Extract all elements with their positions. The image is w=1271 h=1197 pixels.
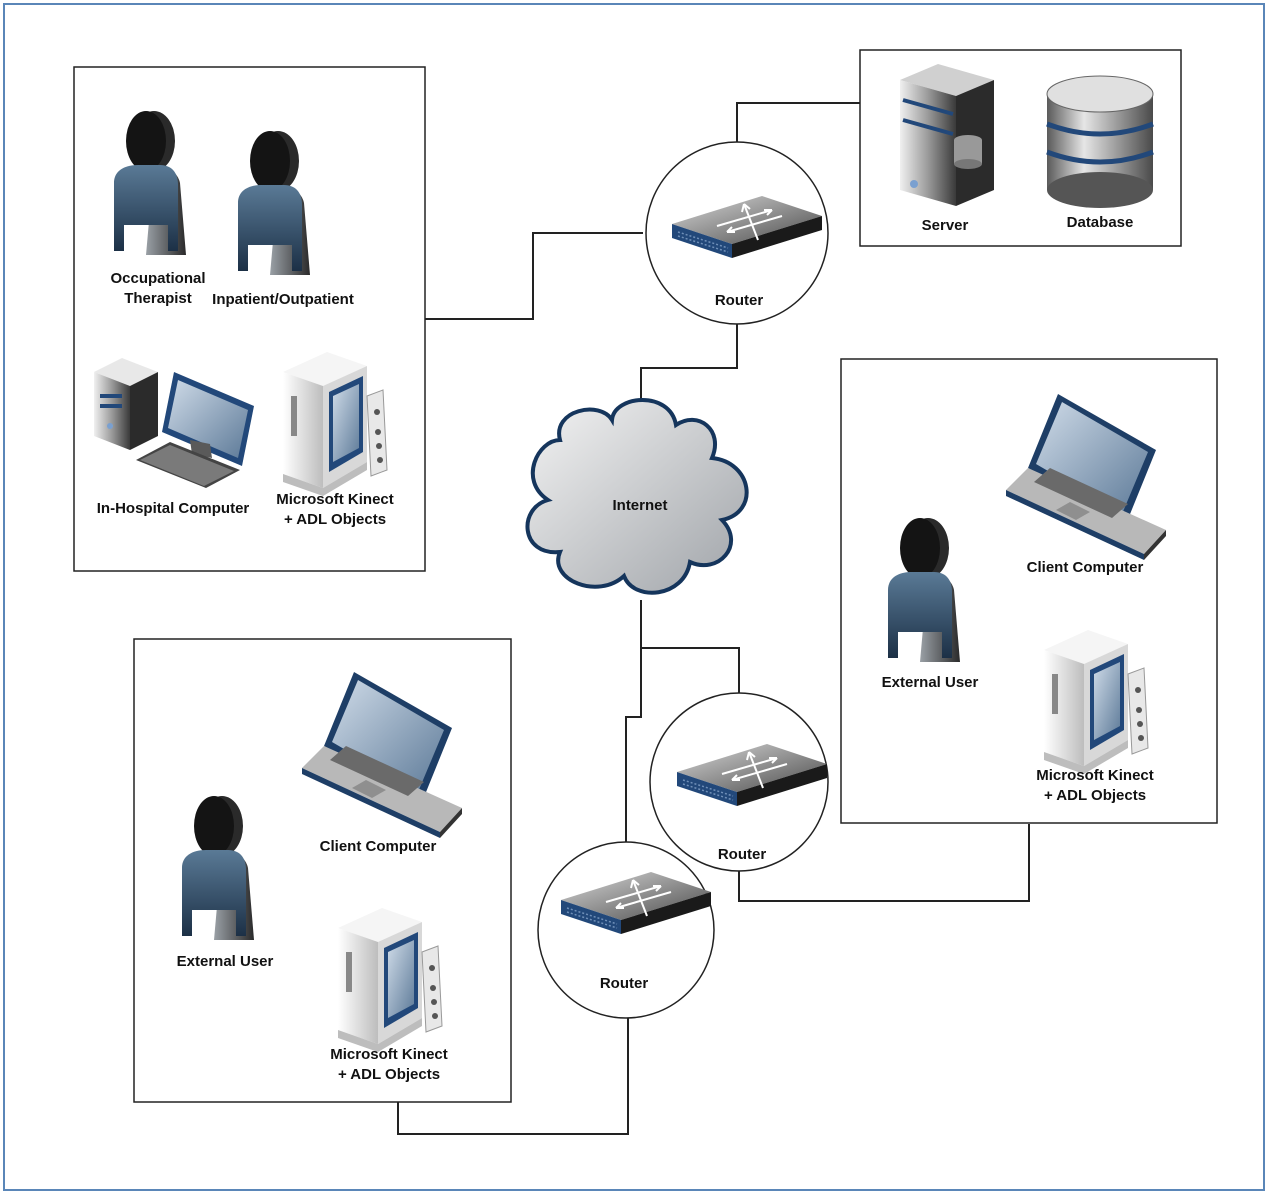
server-label: Server	[921, 217, 969, 234]
line-internet-to-right-router	[640, 600, 740, 696]
line-router-to-internet	[640, 313, 738, 412]
line-internet-to-bottom-router	[625, 648, 642, 844]
server-icon	[900, 64, 994, 206]
desktop-computer-icon	[94, 358, 254, 488]
internet-cloud-icon	[525, 398, 749, 595]
database-icon	[1046, 75, 1154, 208]
left-external-user-label: External User	[176, 953, 274, 970]
right-router-label: Router	[717, 846, 767, 863]
right-external-user-label: External User	[881, 674, 979, 691]
left-kinect-label: Microsoft Kinect + ADL Objects	[330, 1046, 448, 1083]
line-hospital-to-router	[425, 232, 643, 320]
hospital-kinect-label: Microsoft Kinect + ADL Objects	[276, 491, 394, 528]
right-kinect-label: Microsoft Kinect + ADL Objects	[1036, 767, 1154, 804]
hospital-computer-label: In-Hospital Computer	[96, 500, 250, 517]
left-client-computer-label: Client Computer	[319, 838, 437, 855]
line-right-router-to-right-site	[738, 824, 1030, 902]
top-router-label: Router	[714, 292, 764, 309]
bottom-router-node	[537, 841, 715, 1019]
database-label: Database	[1066, 214, 1134, 231]
bottom-router-label: Router	[599, 975, 649, 992]
patient-label: Inpatient/Outpatient	[212, 291, 354, 308]
top-router-node	[645, 141, 829, 325]
internet-label: Internet	[612, 497, 668, 514]
right-client-computer-label: Client Computer	[1026, 559, 1144, 576]
connection-lines	[397, 102, 1030, 1135]
diagram-frame	[3, 3, 1265, 1191]
line-bottom-router-to-left-site	[397, 1017, 629, 1135]
right-router-node	[649, 692, 829, 872]
therapist-label: Occupational Therapist	[110, 270, 206, 307]
line-router-to-servers	[736, 102, 860, 153]
